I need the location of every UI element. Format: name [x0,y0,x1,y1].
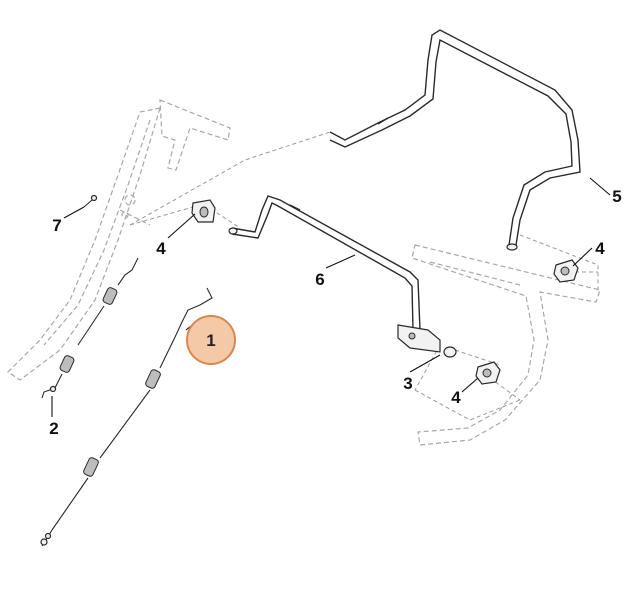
lower-handle-bar [228,195,421,331]
handle-bracket [397,324,441,353]
clip-part-b [553,259,579,283]
cable-part-2 [41,257,139,399]
clip-part-a [191,199,216,223]
upper-handle-bar [329,29,581,251]
callout-1[interactable]: 1 [186,315,236,365]
spacer-part [443,346,457,358]
callout-3[interactable]: 3 [403,374,412,393]
callout-4a[interactable]: 4 [156,239,166,258]
callout-7[interactable]: 7 [52,216,61,235]
callout-4b[interactable]: 4 [595,239,605,258]
callout-5[interactable]: 5 [612,187,621,206]
assembly-guides [129,131,599,421]
ghost-handle-left [7,99,231,381]
callout-1-highlight [186,315,236,365]
callout-2[interactable]: 2 [49,419,58,438]
ghost-frame-right [411,244,601,446]
callout-1-label: 1 [206,331,215,350]
callout-4c[interactable]: 4 [451,388,461,407]
cable-part-1 [40,287,213,547]
screw-part [83,194,98,208]
leader-lines [51,177,611,417]
callout-6[interactable]: 6 [315,270,324,289]
clip-part-c [475,361,501,385]
